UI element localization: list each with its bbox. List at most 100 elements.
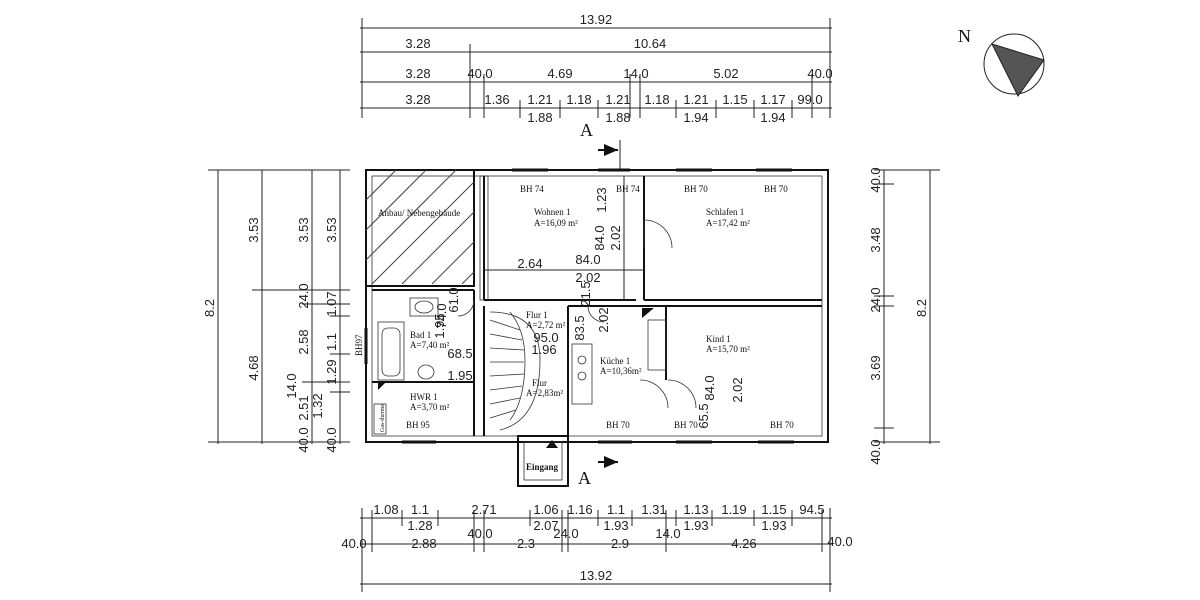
top-dim-4-9: 1.17 bbox=[760, 92, 785, 107]
top-dim-total: 13.92 bbox=[580, 12, 613, 27]
room-kueche-area: A=10,36m² bbox=[600, 366, 642, 376]
interior-dim-2: 2.02 bbox=[608, 225, 623, 250]
left-dim-outer: 8.2 bbox=[202, 299, 217, 317]
interior-dim-17: 84.0 bbox=[702, 375, 717, 400]
room-kind-name: Kind 1 bbox=[706, 334, 731, 344]
left-dim-2-1: 3.53 bbox=[246, 217, 261, 242]
top-dim-3-5: 5.02 bbox=[713, 66, 738, 81]
interior-dim-10: 95.0 bbox=[533, 330, 558, 345]
bottom-dim-2-3: 1.93 bbox=[603, 518, 628, 533]
room-flur1-area: A=2,72 m² bbox=[526, 320, 566, 330]
left-dim-4-5: 1.32 bbox=[310, 393, 325, 418]
bottom-dim-3-2: 2.88 bbox=[411, 536, 436, 551]
interior-dim-12: 74.0 bbox=[434, 303, 449, 328]
window-label-4: BH 70 bbox=[764, 184, 788, 194]
top-dim-3-2: 40.0 bbox=[467, 66, 492, 81]
bottom-dim-2-4: 1.93 bbox=[683, 518, 708, 533]
room-kind-area: A=15,70 m² bbox=[706, 344, 750, 354]
interior-dim-6: 2.02 bbox=[575, 270, 600, 285]
top-dim-4-5: 1.21 bbox=[605, 92, 630, 107]
bottom-dim-1-11: 94.5 bbox=[799, 502, 824, 517]
bottom-dim-1-2: 1.1 bbox=[411, 502, 429, 517]
interior-dim-4: 2.64 bbox=[517, 256, 542, 271]
bottom-dim-1-9: 1.19 bbox=[721, 502, 746, 517]
top-dim-4-4: 1.18 bbox=[566, 92, 591, 107]
top-dim-3-3: 4.69 bbox=[547, 66, 572, 81]
bottom-dim-3-6: 2.9 bbox=[611, 536, 629, 551]
top-dim-5-3: 1.94 bbox=[683, 110, 708, 125]
left-dim-3-5: 2.51 bbox=[296, 395, 311, 420]
annex-hatch bbox=[365, 169, 475, 285]
left-dim-2-2: 4.68 bbox=[246, 355, 261, 380]
top-dimension-chains: 13.92 3.28 10.64 3.28 40.0 4.69 14.0 5.0… bbox=[360, 12, 833, 125]
room-bad-area: A=7,40 m² bbox=[410, 340, 450, 350]
right-dim-outer: 8.2 bbox=[914, 299, 929, 317]
left-dim-3-2: 24.0 bbox=[296, 283, 311, 308]
top-dim-3-1: 3.28 bbox=[405, 66, 430, 81]
staircase bbox=[489, 311, 558, 448]
window-label-7: BH 70 bbox=[606, 420, 630, 430]
interior-dim-9: 83.5 bbox=[572, 315, 587, 340]
room-schlafen-area: A=17,42 m² bbox=[706, 218, 750, 228]
left-dim-3-6: 40.0 bbox=[296, 427, 311, 452]
right-dim-2: 3.48 bbox=[868, 227, 883, 252]
top-dim-4-7: 1.21 bbox=[683, 92, 708, 107]
interior-dim-7: 21.5 bbox=[578, 281, 593, 306]
right-dim-4: 3.69 bbox=[868, 355, 883, 380]
top-dim-4-1: 3.28 bbox=[405, 92, 430, 107]
top-dim-2-2: 10.64 bbox=[634, 36, 667, 51]
top-dim-5-1: 1.88 bbox=[527, 110, 552, 125]
bottom-dim-1-7: 1.31 bbox=[641, 502, 666, 517]
left-dimension-chains: 8.2 3.53 4.68 3.53 24.0 2.58 14.0 2.51 4… bbox=[202, 169, 350, 453]
bottom-dim-3-3: 40.0 bbox=[467, 526, 492, 541]
interior-dim-16: 1.95 bbox=[447, 368, 472, 383]
bottom-dim-3-8: 4.26 bbox=[731, 536, 756, 551]
room-kueche-name: Küche 1 bbox=[600, 356, 630, 366]
window-label-1: BH 74 bbox=[520, 184, 544, 194]
room-flur1-name: Flur 1 bbox=[526, 310, 548, 320]
top-dim-3-6: 40.0 bbox=[807, 66, 832, 81]
bottom-dim-2-2: 2.07 bbox=[533, 518, 558, 533]
interior-dimensions: 1.23 2.02 84.0 2.64 84.0 2.02 21.5 2.02 … bbox=[432, 176, 745, 429]
bottom-dim-1-3: 2.71 bbox=[471, 502, 496, 517]
bottom-dim-1-6: 1.1 bbox=[607, 502, 625, 517]
bottom-dim-3-4: 2.3 bbox=[517, 536, 535, 551]
top-dim-4-6: 1.18 bbox=[644, 92, 669, 107]
bottom-dim-3-5: 24.0 bbox=[553, 526, 578, 541]
right-dim-1: 40.0 bbox=[868, 167, 883, 192]
room-wohnen-name: Wohnen 1 bbox=[534, 207, 571, 217]
bottom-dim-total: 13.92 bbox=[580, 568, 613, 583]
bottom-dim-3-7: 14.0 bbox=[655, 526, 680, 541]
interior-dim-11: 1.96 bbox=[531, 342, 556, 357]
right-dim-3: 24.0 bbox=[868, 287, 883, 312]
building-walls bbox=[365, 169, 829, 487]
bottom-dimension-chains: 1.08 1.1 2.71 1.06 1.16 1.1 1.31 1.13 1.… bbox=[341, 502, 853, 592]
right-dimension-chains: 40.0 3.48 24.0 3.69 40.0 8.2 bbox=[868, 167, 940, 465]
window-label-2: BH 74 bbox=[616, 184, 640, 194]
left-dim-4-1: 3.53 bbox=[324, 217, 339, 242]
room-bad-name: Bad 1 bbox=[410, 330, 431, 340]
window-labels: BH 74 BH 74 BH 70 BH 70 BH97 BH 95 BH 70… bbox=[354, 184, 794, 430]
interior-dim-3: 84.0 bbox=[592, 225, 607, 250]
top-dim-5-2: 1.88 bbox=[605, 110, 630, 125]
fixtures bbox=[373, 297, 667, 435]
window-label-8: BH 70 bbox=[674, 420, 698, 430]
bottom-dim-1-10: 1.15 bbox=[761, 502, 786, 517]
right-dim-5: 40.0 bbox=[868, 439, 883, 464]
window-label-9: BH 70 bbox=[770, 420, 794, 430]
room-hwr-area: A=3,70 m² bbox=[410, 402, 450, 412]
left-dim-4-2: 1.07 bbox=[324, 291, 339, 316]
windows bbox=[364, 168, 794, 444]
top-dim-2-1: 3.28 bbox=[405, 36, 430, 51]
top-dim-4-8: 1.15 bbox=[722, 92, 747, 107]
bottom-dim-3-9: 40.0 bbox=[827, 534, 852, 549]
section-marker-bottom: A bbox=[578, 456, 618, 488]
bottom-dim-1-1: 1.08 bbox=[373, 502, 398, 517]
interior-dim-5: 84.0 bbox=[575, 252, 600, 267]
north-label: N bbox=[958, 26, 971, 46]
left-dim-4-6: 40.0 bbox=[324, 427, 339, 452]
room-annex-name: Anbau/ Nebengebäude bbox=[378, 208, 460, 218]
room-wohnen-area: A=16,09 m² bbox=[534, 218, 578, 228]
top-dim-4-3: 1.21 bbox=[527, 92, 552, 107]
